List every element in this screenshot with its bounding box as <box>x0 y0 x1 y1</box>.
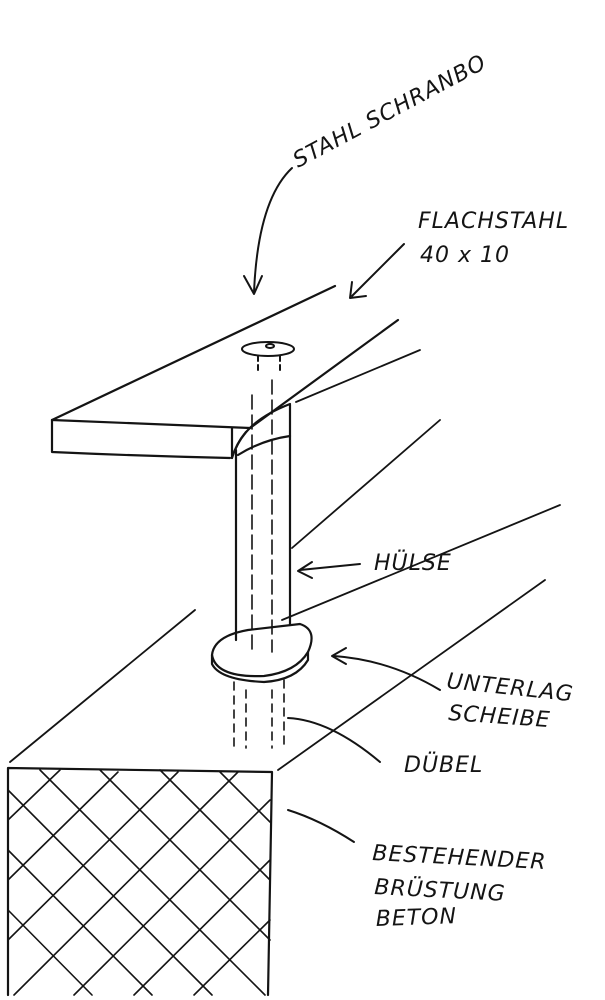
label-parapet-3: BETON <box>375 904 457 932</box>
leader-dowel <box>287 717 381 763</box>
label-flat-bar-1: FLACHSTAHL <box>418 209 569 234</box>
dowel <box>233 679 285 751</box>
leader-parapet <box>287 809 355 843</box>
arrow-sleeve <box>297 561 361 579</box>
concrete-hatch <box>7 769 271 996</box>
arrow-flat-bar <box>349 243 405 299</box>
perspective-lines <box>9 349 561 771</box>
sleeve <box>234 402 292 642</box>
flat-steel-bar <box>50 284 400 460</box>
bolt-head <box>241 341 295 373</box>
washer <box>210 622 313 684</box>
label-top-member: STAHL SCHRANBO <box>289 50 491 173</box>
label-parapet-2: BRÜSTUNG <box>374 874 507 907</box>
label-dowel: DÜBEL <box>404 752 483 778</box>
arrow-top-member <box>243 167 293 295</box>
label-sleeve: HÜLSE <box>374 550 452 576</box>
arrow-washer <box>331 647 441 691</box>
label-parapet-1: BESTEHENDER <box>372 841 547 875</box>
label-flat-bar-2: 40 x 10 <box>420 243 510 268</box>
label-washer-2: SCHEIBE <box>448 701 552 733</box>
threaded-rod <box>251 379 273 653</box>
